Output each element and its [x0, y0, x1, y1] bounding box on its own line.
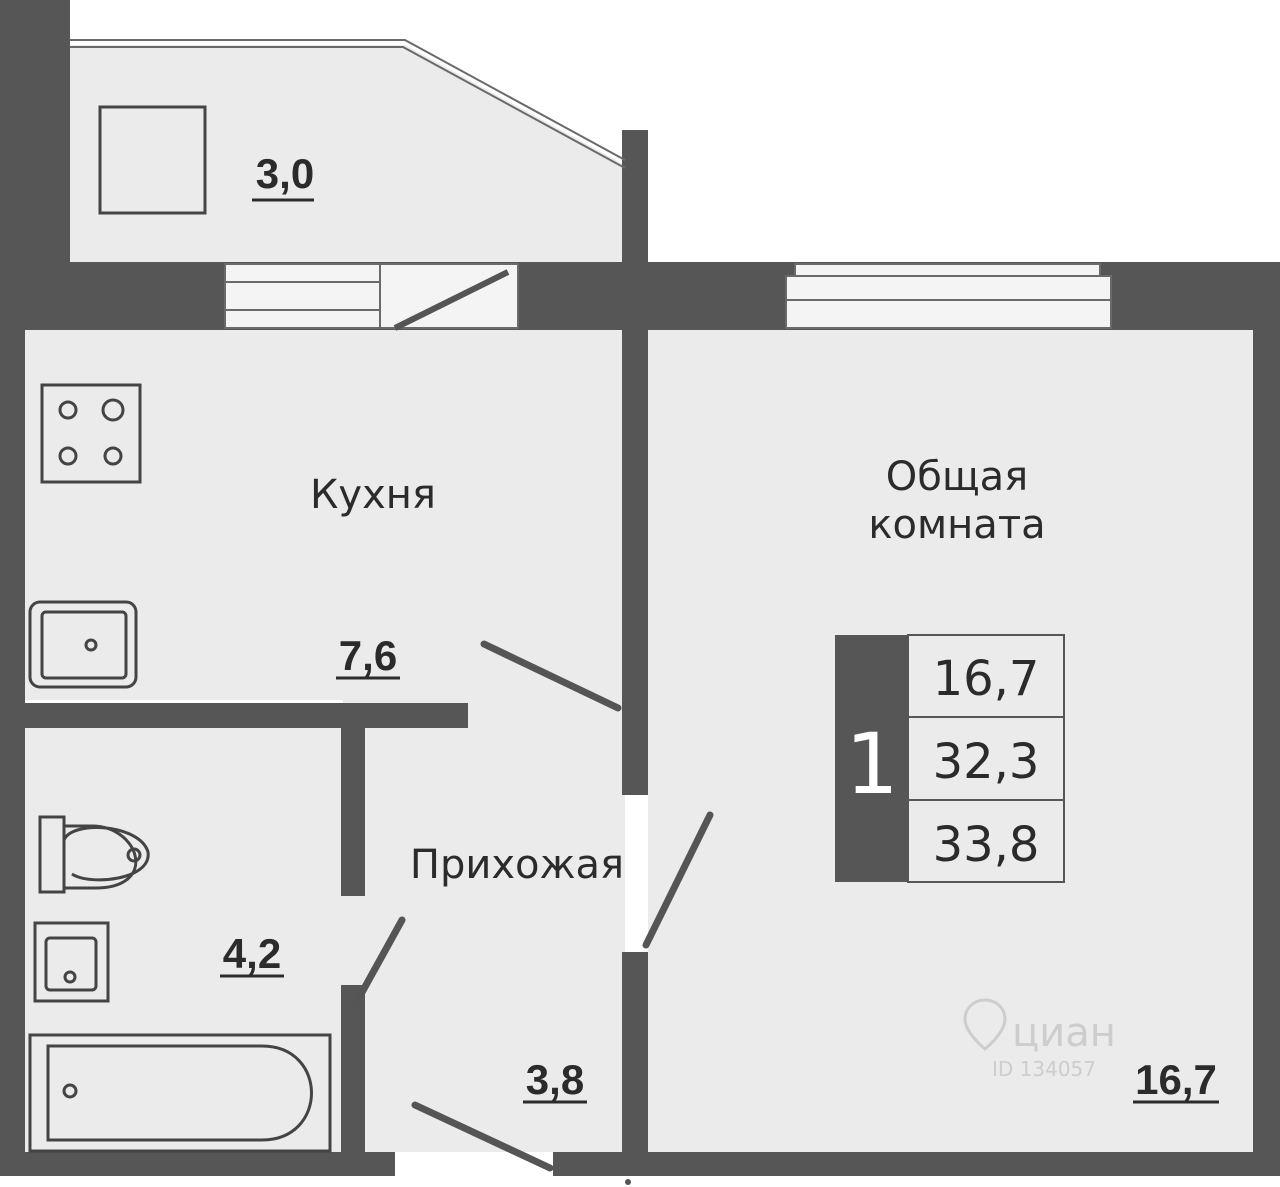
balcony-cabinet [98, 105, 207, 215]
watermark-brand: циан [1012, 1010, 1116, 1056]
living-room-label-line1: Общая [886, 454, 1028, 500]
windows [224, 263, 1112, 331]
total-with-balcony-value: 33,8 [933, 817, 1040, 873]
balcony-right-wall [622, 130, 648, 330]
stove-icon [40, 383, 142, 484]
balcony-door [379, 263, 519, 331]
balcony-railing [70, 39, 626, 169]
toilet-icon [38, 815, 150, 894]
center-wall-lower [622, 952, 648, 1176]
hallway-area: 3,8 [526, 1056, 584, 1103]
watermark: циан ID 134057 [963, 998, 1116, 1081]
outer-left-wall [0, 0, 25, 1176]
kitchen-sink-icon [28, 600, 138, 689]
outer-bottom-wall-right [553, 1152, 1280, 1176]
bathroom-door [351, 916, 406, 1009]
outer-bottom-wall-left [0, 1152, 395, 1176]
bathroom-floor [25, 728, 343, 1152]
hallway-label: Прихожая [410, 842, 624, 888]
balcony-area: 3,0 [256, 150, 314, 197]
bath-hall-wall-upper [341, 728, 365, 896]
bath-hall-wall-lower [341, 985, 365, 1152]
bathtub-icon [28, 1033, 332, 1153]
entrance-door [411, 1101, 554, 1172]
kitchen-door [480, 640, 622, 712]
balcony-floor [70, 45, 625, 262]
apartment-info-table: 1 16,7 32,3 33,8 [835, 634, 1065, 883]
living-room-area: 16,7 [1135, 1056, 1217, 1103]
rooms-count: 1 [845, 715, 898, 813]
kitchen-bath-wall [25, 703, 468, 728]
kitchen-area: 7,6 [339, 632, 397, 679]
living-room-window [785, 263, 1112, 329]
entrance-marker [625, 1179, 631, 1185]
bathroom-area: 4,2 [223, 930, 281, 977]
hallway-floor [343, 700, 625, 1152]
living-room-label-line2: комната [868, 502, 1045, 548]
living-room-door [642, 811, 714, 949]
doors [351, 640, 714, 1172]
location-pin-icon [963, 998, 1007, 1051]
watermark-id: ID 134057 [992, 1057, 1096, 1081]
center-wall-upper [622, 330, 648, 795]
total-area-value: 32,3 [933, 734, 1040, 790]
living-area-value: 16,7 [933, 651, 1040, 707]
outer-right-wall [1253, 262, 1280, 1176]
kitchen-label: Кухня [310, 472, 436, 518]
washbasin-icon [33, 921, 110, 1003]
kitchen-window [224, 263, 381, 329]
